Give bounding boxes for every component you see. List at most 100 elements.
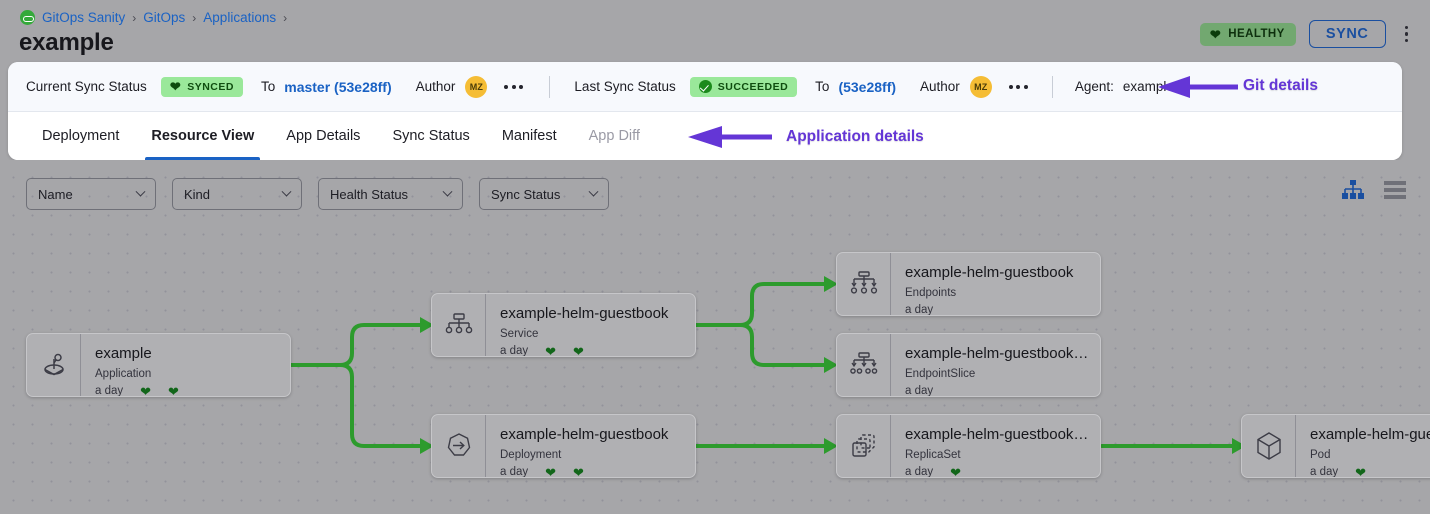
node-title: example	[95, 345, 152, 362]
avatar: MZ	[465, 75, 488, 98]
node-title: example-helm-guestbook-74…	[905, 426, 1090, 443]
breadcrumb-item-gitops-sanity[interactable]: GitOps Sanity	[42, 10, 126, 25]
graph-node-pod[interactable]: example-helm-guest Pod a day ❤	[1241, 414, 1430, 478]
application-details-annotation-label: Application details	[786, 128, 924, 145]
endpoints-icon	[837, 271, 890, 297]
tab-manifest[interactable]: Manifest	[501, 128, 557, 144]
node-meta: a day ❤	[905, 464, 1090, 478]
sync-heart-icon: ❤	[168, 383, 179, 397]
node-kind: Deployment	[500, 448, 562, 461]
node-kind: Application	[95, 367, 152, 380]
graph-node-application[interactable]: example Application a day ❤ ❤	[26, 333, 291, 397]
service-icon	[432, 312, 485, 338]
chevron-down-icon	[442, 186, 453, 197]
argo-application-icon	[27, 351, 80, 379]
tab-app-diff[interactable]: App Diff	[588, 128, 640, 144]
agent-value: example	[1122, 79, 1174, 94]
filter-health-status-label: Health Status	[330, 186, 409, 202]
health-heart-icon: ❤	[545, 464, 557, 478]
node-meta: a day	[905, 384, 1090, 397]
current-to-label: To	[260, 79, 276, 94]
replicaset-icon	[837, 432, 890, 460]
heart-icon: ❤	[169, 79, 182, 94]
breadcrumb-separator-icon: ›	[192, 10, 197, 25]
divider	[549, 75, 551, 98]
health-heart-icon: ❤	[1355, 464, 1367, 478]
node-meta: a day ❤ ❤	[95, 383, 280, 397]
node-kind: Endpoints	[905, 286, 957, 299]
deployment-icon	[432, 431, 485, 461]
filter-name-dropdown[interactable]: Name	[26, 178, 156, 210]
node-title: example-helm-guest	[1310, 426, 1430, 443]
last-sync-status-value: SUCCEEDED	[717, 80, 789, 93]
node-kind: Pod	[1310, 448, 1331, 461]
chevron-down-icon	[588, 186, 599, 197]
health-status-badge: ❤ HEALTHY	[1199, 22, 1296, 46]
node-age: a day	[905, 303, 934, 316]
tab-app-details[interactable]: App Details	[286, 128, 361, 144]
node-meta: a day	[905, 303, 1090, 316]
git-details-annotation-label: Git details	[1243, 77, 1318, 94]
filter-bar: Name Kind Health Status Sync Status	[26, 178, 609, 210]
filter-name-label: Name	[38, 186, 73, 202]
health-heart-icon: ❤	[950, 464, 962, 478]
node-meta: a day ❤ ❤	[500, 343, 685, 357]
breadcrumb-item-applications[interactable]: Applications	[203, 10, 277, 25]
sync-heart-icon: ❤	[573, 464, 584, 478]
resource-graph-canvas: Name Kind Health Status Sync Status	[0, 160, 1430, 514]
health-heart-icon: ❤	[545, 343, 557, 357]
breadcrumb-item-gitops[interactable]: GitOps	[143, 10, 186, 25]
graph-node-endpointslice[interactable]: example-helm-guestbook-ct… EndpointSlice…	[836, 333, 1101, 397]
divider	[1051, 75, 1053, 98]
current-author-label: Author	[415, 79, 456, 94]
last-to-label: To	[815, 79, 830, 94]
list-view-icon[interactable]	[1384, 181, 1406, 199]
node-age: a day	[905, 384, 934, 397]
top-bar: GitOps Sanity › GitOps › Applications › …	[0, 0, 1430, 62]
filter-kind-label: Kind	[184, 186, 211, 202]
kebab-menu-icon[interactable]	[1399, 22, 1415, 47]
node-kind: EndpointSlice	[905, 367, 976, 380]
last-sync-status-badge: SUCCEEDED	[689, 76, 798, 97]
chevron-down-icon	[281, 186, 292, 197]
node-age: a day	[500, 345, 529, 357]
filter-health-status-dropdown[interactable]: Health Status	[318, 178, 463, 210]
tab-resource-view[interactable]: Resource View	[135, 112, 270, 160]
last-sync-status-label: Last Sync Status	[574, 79, 676, 94]
node-kind: Service	[500, 327, 539, 340]
horizontal-dots-icon[interactable]	[1007, 82, 1030, 92]
tree-view-icon[interactable]	[1342, 180, 1364, 200]
current-revision-link[interactable]: master (53e28ff)	[284, 78, 392, 95]
filter-kind-dropdown[interactable]: Kind	[172, 178, 302, 210]
heart-icon: ❤	[1209, 26, 1222, 42]
graph-node-replicaset[interactable]: example-helm-guestbook-74… ReplicaSet a …	[836, 414, 1101, 478]
current-sync-status-value: SYNCED	[187, 80, 234, 93]
node-kind: ReplicaSet	[905, 448, 961, 461]
node-age: a day	[95, 385, 124, 397]
header-actions: ❤ HEALTHY SYNC	[1199, 20, 1415, 48]
graph-node-service[interactable]: example-helm-guestbook Service a day ❤ ❤	[431, 293, 696, 357]
endpointslice-icon	[837, 352, 890, 378]
horizontal-dots-icon[interactable]	[502, 82, 525, 92]
node-age: a day	[500, 466, 529, 478]
node-meta: a day ❤ ❤	[500, 464, 685, 478]
last-revision-link[interactable]: (53e28ff)	[838, 78, 897, 95]
node-title: example-helm-guestbook	[500, 305, 669, 322]
tab-deployment[interactable]: Deployment	[42, 128, 120, 144]
check-circle-icon	[698, 80, 712, 93]
last-author-label: Author	[920, 79, 960, 94]
view-toggle-group	[1342, 180, 1406, 200]
sync-button[interactable]: SYNC	[1308, 20, 1386, 48]
tab-sync-status[interactable]: Sync Status	[392, 128, 470, 144]
avatar: MZ	[969, 75, 992, 98]
pod-icon	[1242, 431, 1295, 461]
chevron-down-icon	[135, 186, 146, 197]
git-details-annotation-arrow	[1158, 76, 1238, 98]
node-age: a day	[1310, 466, 1339, 478]
graph-node-endpoints[interactable]: example-helm-guestbook Endpoints a day	[836, 252, 1101, 316]
breadcrumb-separator-icon: ›	[283, 10, 288, 25]
graph-node-deployment[interactable]: example-helm-guestbook Deployment a day …	[431, 414, 696, 478]
node-title: example-helm-guestbook-ct…	[905, 345, 1090, 362]
health-heart-icon: ❤	[140, 383, 152, 397]
filter-sync-status-dropdown[interactable]: Sync Status	[479, 178, 609, 210]
